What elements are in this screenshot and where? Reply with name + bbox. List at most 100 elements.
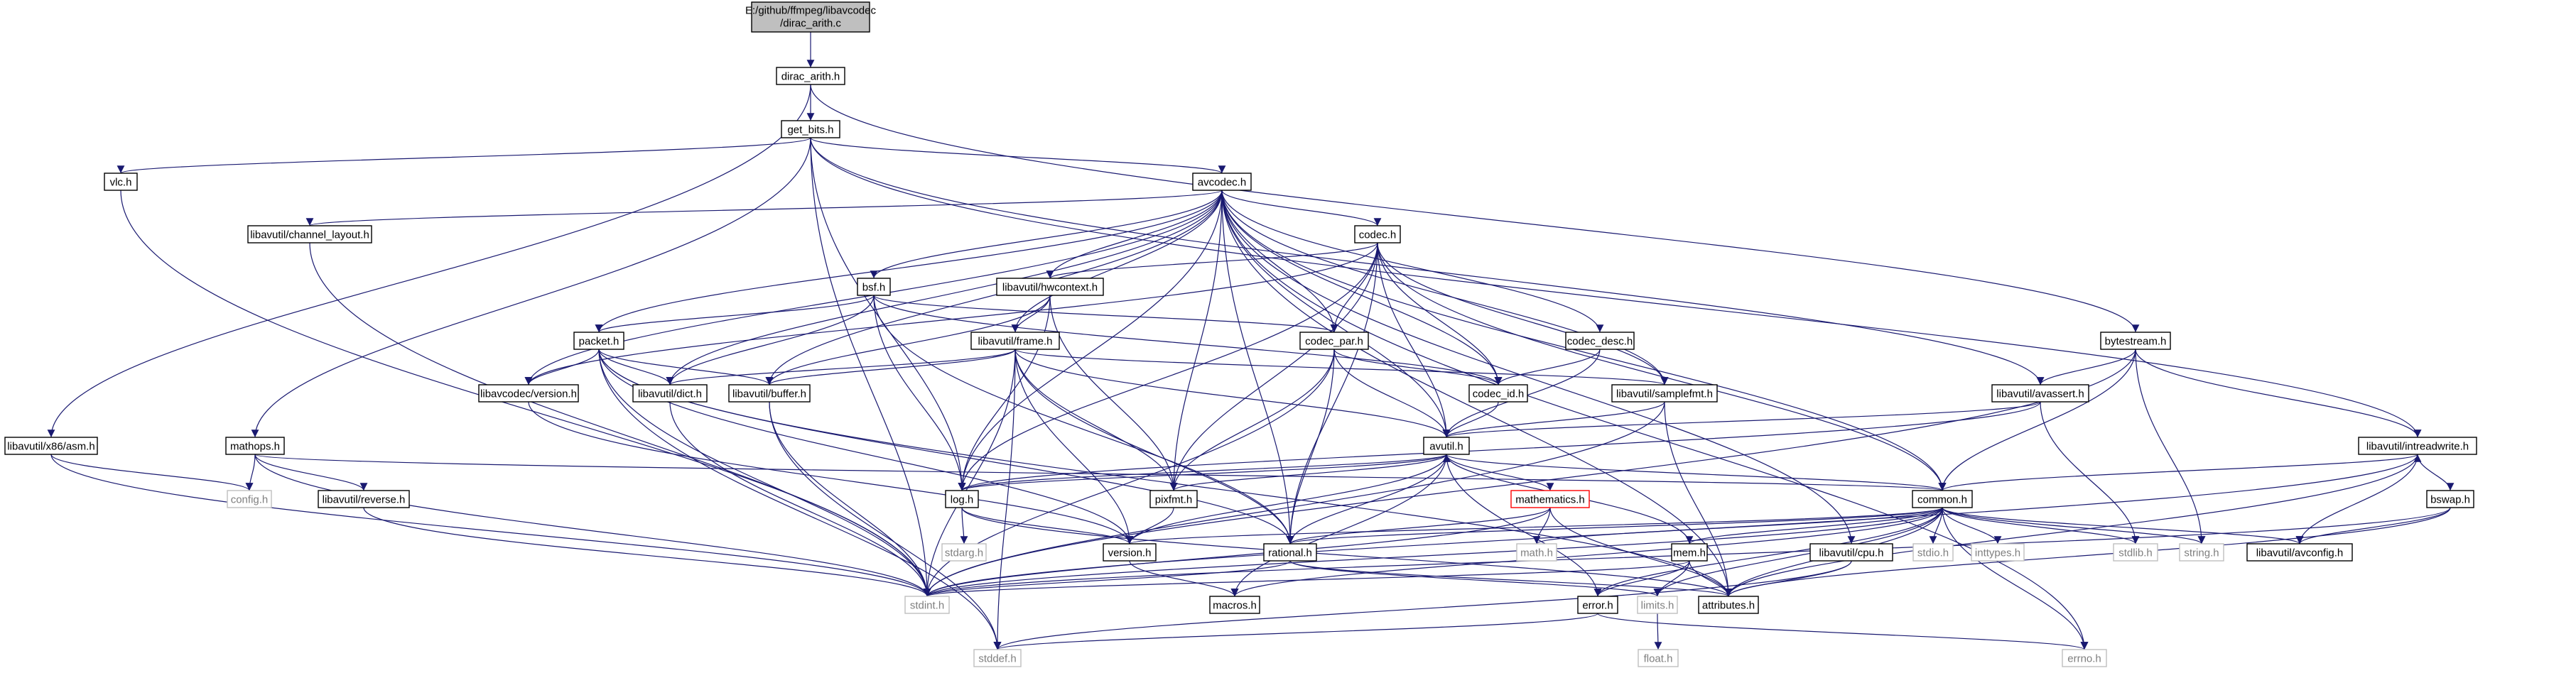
node-box [945, 490, 979, 508]
edge-codec_h-to-avutil_h [1377, 242, 1451, 438]
edge-rational_h-to-attributes_h [1289, 560, 1733, 597]
edge-avcodec_h-to-dict_h [666, 190, 1223, 385]
node-label: libavutil/cpu.h [1819, 547, 1884, 559]
node-codec-desc-h[interactable]: codec_desc.h [1565, 332, 1635, 350]
edge-codec_h-to-rational_h [1286, 242, 1378, 545]
node-packet-h[interactable]: packet.h [573, 332, 624, 350]
edge-avutil_h-to-macros_h [1230, 454, 1447, 597]
edge-avutil_h-to-error_h [1446, 454, 1602, 597]
edge-bsf_h-to-codec_id_h [873, 295, 1503, 385]
node-mathematics-h[interactable]: mathematics.h [1510, 490, 1590, 508]
node-bswap-h[interactable]: bswap.h [2426, 490, 2474, 508]
node-avutil-h[interactable]: avutil.h [1423, 437, 1470, 455]
node-avassert-h[interactable]: libavutil/avassert.h [1991, 384, 2089, 403]
edge-avassert_h-to-log_h [958, 401, 2041, 491]
edge-avcodec_h-to-avutil_h [1221, 190, 1451, 438]
node-label: pixfmt.h [1155, 494, 1193, 506]
node-bsf-h[interactable]: bsf.h [857, 278, 891, 296]
node-version-h[interactable]: version.h [1103, 543, 1157, 562]
edge-error_h-to-errno_h [1597, 613, 2088, 650]
node-label: limits.h [1641, 600, 1674, 612]
edge-avcodec_h-to-buffer_h [765, 190, 1223, 385]
edge-avutil_h-to-version_h [1125, 454, 1447, 545]
edge-avutil_h-to-mathematics_h [1446, 454, 1554, 491]
node-box [1991, 384, 2089, 403]
edge-codec_par_h-to-pixfmt_h [1169, 349, 1335, 491]
edge-codec_h-to-hwcontext_h [1046, 242, 1378, 279]
node-float-h: float.h [1638, 649, 1679, 667]
edge-avutil_h-to-rational_h [1286, 454, 1447, 545]
node-box [1149, 490, 1198, 508]
node-log-h[interactable]: log.h [945, 490, 979, 508]
node-avcodec-h[interactable]: avcodec.h [1192, 173, 1252, 191]
node-codec-h[interactable]: codec.h [1354, 225, 1401, 244]
edge-common_h-to-stdlib_h [1942, 507, 2140, 545]
node-box [104, 173, 138, 191]
node-root[interactable]: E:/github/ffmpeg/libavcodec/dirac_arith.… [745, 1, 877, 33]
node-channel-layout-h[interactable]: libavutil/channel_layout.h [247, 225, 372, 244]
node-attributes-h[interactable]: attributes.h [1698, 596, 1759, 614]
edge-common_h-to-errno_h [1942, 507, 2089, 650]
node-box [1637, 596, 1678, 614]
node-dirac-arith-h[interactable]: dirac_arith.h [776, 67, 845, 85]
node-label: version.h [1108, 547, 1152, 559]
node-label: string.h [2184, 547, 2219, 559]
node-box [1638, 649, 1679, 667]
node-codec-par-h[interactable]: codec_par.h [1299, 332, 1369, 350]
edge-hwcontext_h-to-log_h [958, 295, 1051, 491]
node-box [1577, 596, 1618, 614]
node-samplefmt-h[interactable]: libavutil/samplefmt.h [1611, 384, 1718, 403]
edge-cpu_h-to-attributes_h [1724, 560, 1852, 597]
edge-avcodec_h-to-attributes_h [1221, 190, 1733, 597]
edge-avcodec_h-to-codec_desc_h [1221, 190, 1604, 333]
node-bytestream-h[interactable]: bytestream.h [2100, 332, 2171, 350]
edge-x86_asm_h-to-stdint_h [50, 454, 931, 597]
node-hwcontext-h[interactable]: libavutil/hwcontext.h [996, 278, 1104, 296]
node-buffer-h[interactable]: libavutil/buffer.h [728, 384, 811, 403]
node-codec-id-h[interactable]: codec_id.h [1468, 384, 1528, 403]
node-libavcodec-version-h[interactable]: libavcodec/version.h [478, 384, 579, 403]
edge-frame_h-to-rational_h [1014, 349, 1294, 545]
node-label: stddef.h [978, 653, 1016, 665]
node-label: mem.h [1673, 547, 1706, 559]
edge-limits_h-to-float_h [1654, 613, 1662, 650]
node-box [1468, 384, 1528, 403]
node-common-h[interactable]: common.h [1912, 490, 1973, 508]
edge-avcodec_h-to-samplefmt_h [1221, 190, 1669, 385]
edge-common_h-to-version_h [1126, 507, 1943, 545]
node-pixfmt-h[interactable]: pixfmt.h [1149, 490, 1198, 508]
node-box [1809, 543, 1893, 562]
node-rational-h[interactable]: rational.h [1263, 543, 1317, 562]
node-reverse-h[interactable]: libavutil/reverse.h [318, 490, 410, 508]
node-label: error.h [1582, 600, 1613, 612]
node-dict-h[interactable]: libavutil/dict.h [632, 384, 708, 403]
edge-packet_h-to-buffer_h [598, 349, 774, 385]
node-label: stdlib.h [2118, 547, 2153, 559]
edge-avcodec_h-to-cpu_h [1221, 190, 1856, 545]
edge-reverse_h-to-stdint_h [363, 507, 931, 597]
node-x86-asm-h[interactable]: libavutil/x86/asm.h [4, 437, 98, 455]
node-label: math.h [1520, 547, 1553, 559]
node-intreadwrite-h[interactable]: libavutil/intreadwrite.h [2358, 437, 2477, 455]
node-get-bits-h[interactable]: get_bits.h [781, 120, 840, 138]
node-frame-h[interactable]: libavutil/frame.h [970, 332, 1060, 350]
node-box [225, 437, 285, 455]
edge-bytestream_h-to-avassert_h [2036, 349, 2136, 385]
edge-codec_h-to-pixfmt_h [1169, 242, 1378, 491]
edge-bswap_h-to-avconfig_h [2295, 507, 2451, 545]
edge-mathops_h-to-stdint_h [254, 454, 931, 597]
edge-samplefmt_h-to-attributes_h [1664, 401, 1733, 597]
node-error-h[interactable]: error.h [1577, 596, 1618, 614]
node-box [973, 649, 1022, 667]
node-box [996, 278, 1104, 296]
node-label: config.h [231, 494, 269, 506]
node-mem-h[interactable]: mem.h [1671, 543, 1708, 562]
edge-avcodec_h-to-rational_h [1221, 190, 1294, 545]
node-macros-h[interactable]: macros.h [1209, 596, 1260, 614]
node-cpu-h[interactable]: libavutil/cpu.h [1809, 543, 1893, 562]
node-vlc-h[interactable]: vlc.h [104, 173, 138, 191]
node-avconfig-h[interactable]: libavutil/avconfig.h [2246, 543, 2353, 562]
node-mathops-h[interactable]: mathops.h [225, 437, 285, 455]
node-label: libavutil/channel_layout.h [250, 229, 369, 241]
node-label: inttypes.h [1975, 547, 2020, 559]
